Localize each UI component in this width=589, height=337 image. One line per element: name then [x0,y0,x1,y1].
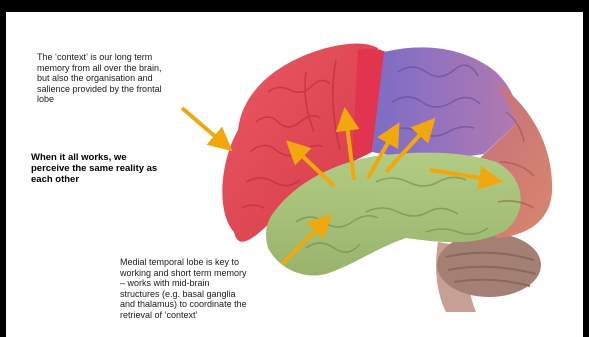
context-annotation: The ‘context’ is our long term memory fr… [37,52,227,105]
cerebellum [437,233,541,297]
slide: The ‘context’ is our long term memory fr… [6,12,583,337]
arrow-icon [182,108,224,144]
reality-statement: When it all works, we perceive the same … [31,152,201,185]
medial-temporal-annotation: Medial temporal lobe is key to working a… [120,257,300,320]
